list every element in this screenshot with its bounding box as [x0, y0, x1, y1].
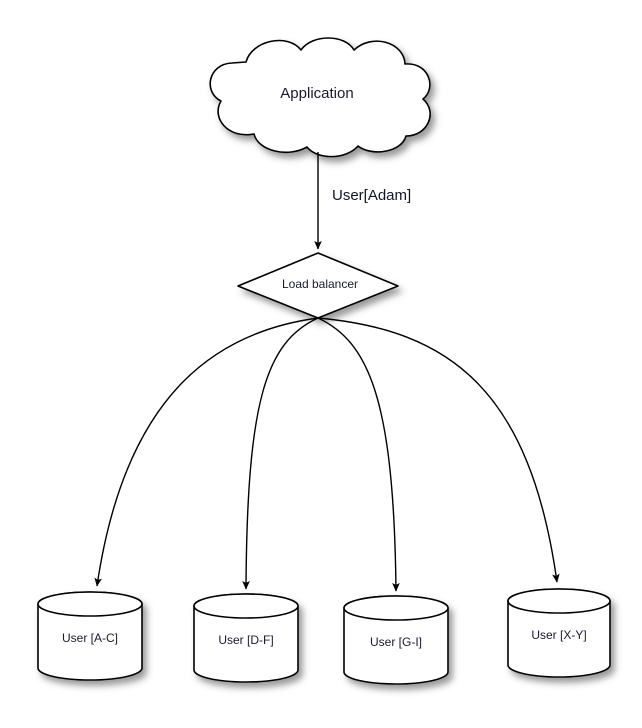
- load-balancer-label: Load balancer: [282, 277, 358, 291]
- edge-to-db-4: [317, 317, 560, 583]
- cylinder-top-1: [37, 591, 143, 617]
- cylinder-top-4: [507, 588, 611, 614]
- database-1-label: User [A-C]: [62, 631, 118, 645]
- node-database-1[interactable]: User [A-C]: [37, 591, 143, 681]
- node-database-3[interactable]: User [G-I]: [343, 595, 449, 685]
- edges-balancer-to-databases: [94, 317, 560, 592]
- cylinder-top-3: [343, 595, 449, 621]
- cloud-shape: [209, 37, 431, 158]
- edge-to-db-1: [94, 317, 319, 587]
- edge-to-db-3: [317, 317, 400, 592]
- node-database-2[interactable]: User [D-F]: [193, 593, 299, 683]
- database-3-label: User [G-I]: [370, 635, 422, 649]
- node-application[interactable]: Application: [209, 37, 431, 158]
- node-database-4[interactable]: User [X-Y]: [507, 588, 611, 678]
- edge-to-db-2: [242, 317, 319, 590]
- application-label: Application: [280, 85, 353, 102]
- cylinder-top-2: [193, 593, 299, 619]
- database-2-label: User [D-F]: [218, 633, 273, 647]
- database-4-label: User [X-Y]: [531, 628, 586, 642]
- edge-app-to-balancer-label: User[Adam]: [332, 187, 411, 204]
- node-load-balancer[interactable]: Load balancer: [237, 252, 399, 319]
- edge-app-to-balancer: User[Adam]: [314, 152, 411, 250]
